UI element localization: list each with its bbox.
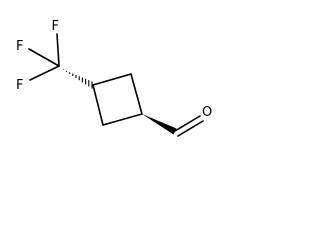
atom-label-oxygen: O — [202, 105, 212, 120]
hashed-wedge-bond — [62, 69, 93, 89]
atom-label-f-left: F — [16, 39, 23, 54]
molecule-structure: F F F O — [16, 19, 212, 137]
cyclobutane-ring — [92, 73, 143, 126]
bond-co-1 — [174, 115, 201, 132]
solid-wedge-bond — [142, 114, 177, 135]
bond-cf-top — [56, 33, 60, 67]
structure-canvas: F F F O — [0, 0, 234, 156]
atom-label-f-bottom: F — [16, 78, 23, 93]
atom-label-f-top: F — [52, 19, 59, 34]
bond-co-2 — [177, 120, 204, 137]
bond-cf-left — [28, 48, 60, 67]
bond-cf-bottom — [29, 65, 60, 81]
